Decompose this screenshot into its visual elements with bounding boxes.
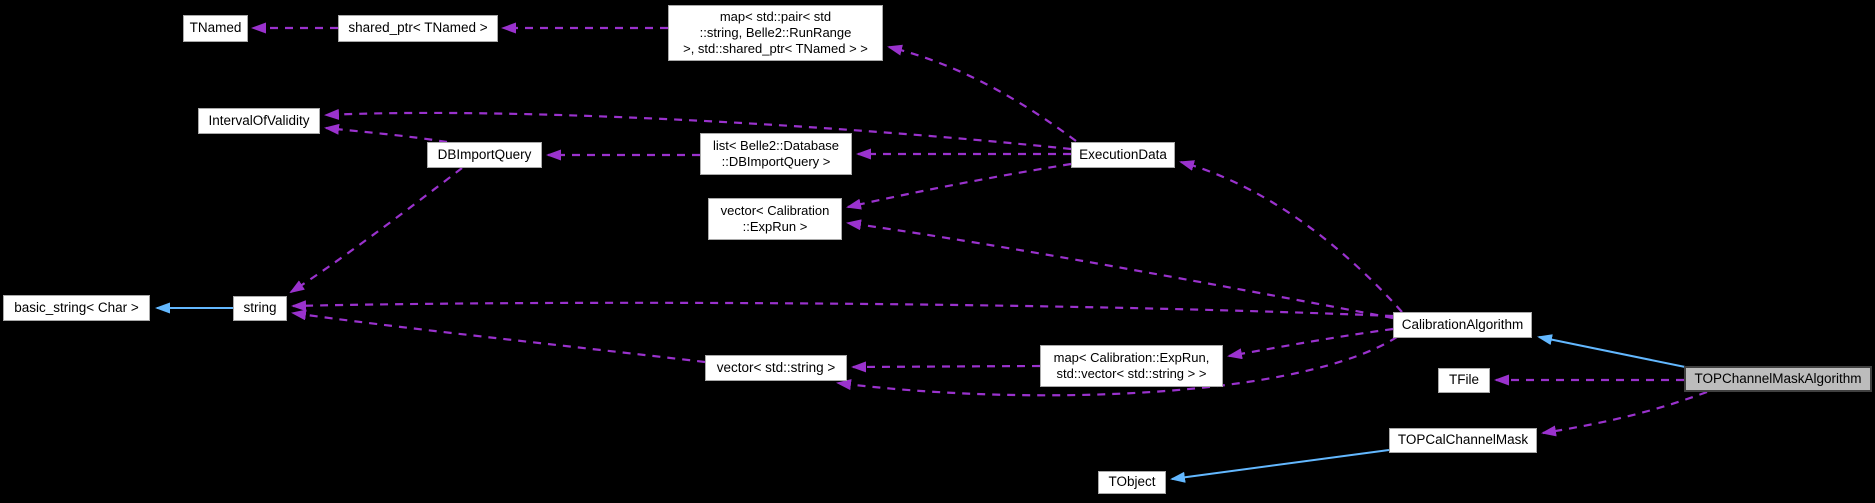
- edge-dbimportquery-to-string: [289, 167, 463, 294]
- node-map-runrange-tnamed[interactable]: map< std::pair< std ::string, Belle2::Ru…: [668, 5, 883, 61]
- node-map-exprun-vector-string[interactable]: map< Calibration::ExpRun, std::vector< s…: [1040, 345, 1223, 387]
- node-calibration-algorithm[interactable]: CalibrationAlgorithm: [1393, 312, 1532, 338]
- node-dbimportquery[interactable]: DBImportQuery: [427, 142, 542, 168]
- edge-calibrationalgorithm-to-map-exprun: [1227, 327, 1394, 360]
- node-list-dbimportquery[interactable]: list< Belle2::Database ::DBImportQuery >: [700, 133, 852, 175]
- node-tobject[interactable]: TObject: [1098, 471, 1166, 494]
- node-basic-string-char[interactable]: basic_string< Char >: [3, 295, 150, 321]
- node-tnamed[interactable]: TNamed: [183, 15, 248, 42]
- node-executiondata[interactable]: ExecutionData: [1071, 142, 1175, 168]
- edge-calibrationalgorithm-to-executiondata: [1179, 160, 1403, 313]
- edge-dbimportquery-to-intervalofvalidity: [324, 123, 448, 144]
- node-interval-of-validity[interactable]: IntervalOfValidity: [198, 108, 320, 134]
- edge-calibrationalgorithm-to-vector-exprun: [846, 219, 1394, 320]
- node-vector-std-string[interactable]: vector< std::string >: [705, 355, 847, 381]
- edge-topchannelmaskalgorithm-to-topcalchannelmask: [1541, 390, 1708, 437]
- edge-vector-string-to-string: [291, 309, 706, 364]
- edge-map-exprun-to-vector-string: [851, 361, 1041, 373]
- inherit-topchannelmaskalgorithm-to-calibrationalgorithm: [1537, 334, 1696, 370]
- node-string[interactable]: string: [233, 296, 287, 321]
- node-shared-ptr-tnamed[interactable]: shared_ptr< TNamed >: [338, 15, 498, 42]
- edge-executiondata-to-vector-exprun: [846, 162, 1072, 210]
- edge-calibrationalgorithm-to-string: [291, 300, 1394, 318]
- edge-calibrationalgorithm-to-vector-string: [836, 336, 1398, 397]
- inherit-topcalchannelmask-to-tobject: [1170, 449, 1390, 483]
- node-top-channel-mask-algorithm: TOPChannelMaskAlgorithm: [1684, 366, 1872, 392]
- edge-executiondata-to-map-runrange: [887, 44, 1077, 142]
- node-tfile[interactable]: TFile: [1438, 368, 1490, 393]
- edge-executiondata-to-intervalofvalidity: [324, 108, 1072, 151]
- node-top-cal-channel-mask[interactable]: TOPCalChannelMask: [1389, 428, 1537, 453]
- node-vector-exprun[interactable]: vector< Calibration ::ExpRun >: [708, 198, 842, 240]
